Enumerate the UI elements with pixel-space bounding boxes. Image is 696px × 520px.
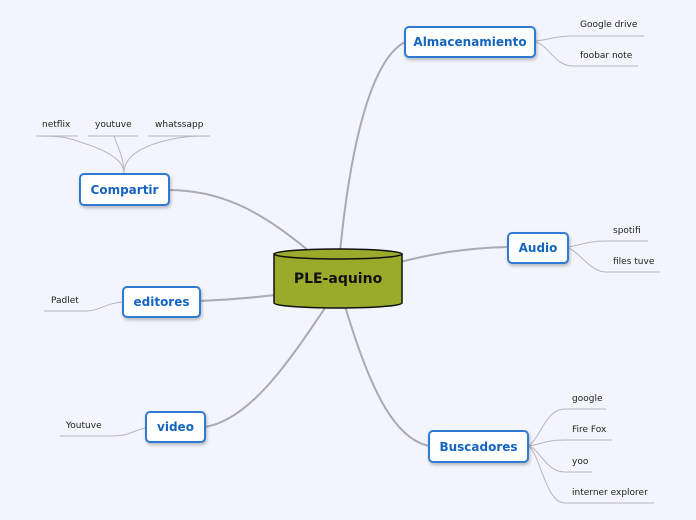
connector-leaf-netflix (35, 135, 125, 174)
connector-leaf-fire-fox (527, 439, 612, 447)
connector-leaf-google-drive (534, 35, 644, 42)
branch-almacenamiento[interactable]: Almacenamiento (404, 26, 536, 58)
leaf-google-drive[interactable]: Google drive (580, 20, 638, 30)
connector-leaf-files-tuve (567, 247, 660, 273)
connector-center-almacenamiento (339, 41, 406, 253)
leaf-interner-explorer[interactable]: interner explorer (572, 488, 648, 498)
branch-compartir[interactable]: Compartir (79, 173, 170, 206)
connector-leaf-spotifi (567, 240, 648, 248)
connector-leaf-google (527, 408, 606, 447)
connector-leaf-foobar-note (534, 41, 638, 67)
connector-leaf-whatssapp (123, 135, 211, 174)
leaf-youtuve-video[interactable]: Youtuve (66, 421, 102, 431)
connector-leaf-yoo (527, 445, 592, 473)
connector-leaf-interner-explorer (527, 445, 654, 504)
branch-audio[interactable]: Audio (507, 232, 569, 264)
connector-leaf-youtuve-video (60, 427, 148, 437)
leaf-spotifi[interactable]: spotifi (613, 226, 641, 236)
leaf-padlet[interactable]: Padlet (51, 296, 79, 306)
leaf-youtuve-share[interactable]: youtuve (95, 120, 132, 130)
leaf-fire-fox[interactable]: Fire Fox (572, 425, 607, 435)
leaf-netflix[interactable]: netflix (42, 120, 71, 130)
leaf-files-tuve[interactable]: files tuve (613, 257, 655, 267)
connector-center-audio (399, 246, 509, 263)
branch-video[interactable]: video (145, 411, 206, 443)
center-topic[interactable]: PLE-aquino (293, 271, 383, 287)
connector-center-compartir (167, 189, 311, 253)
leaf-foobar-note[interactable]: foobar note (580, 51, 633, 61)
connector-center-buscadores (344, 305, 431, 447)
connector-leaf-padlet (44, 301, 125, 312)
leaf-google[interactable]: google (572, 394, 603, 404)
branch-buscadores[interactable]: Buscadores (428, 430, 529, 463)
connector-center-video (204, 307, 326, 428)
leaf-yoo[interactable]: yoo (572, 457, 589, 467)
branch-editores[interactable]: editores (122, 286, 201, 318)
connector-leaf-youtuve-share (88, 135, 138, 174)
center-node-shape (273, 248, 403, 309)
connector-center-editores (199, 294, 276, 302)
leaf-whatssapp[interactable]: whatssapp (155, 120, 204, 130)
